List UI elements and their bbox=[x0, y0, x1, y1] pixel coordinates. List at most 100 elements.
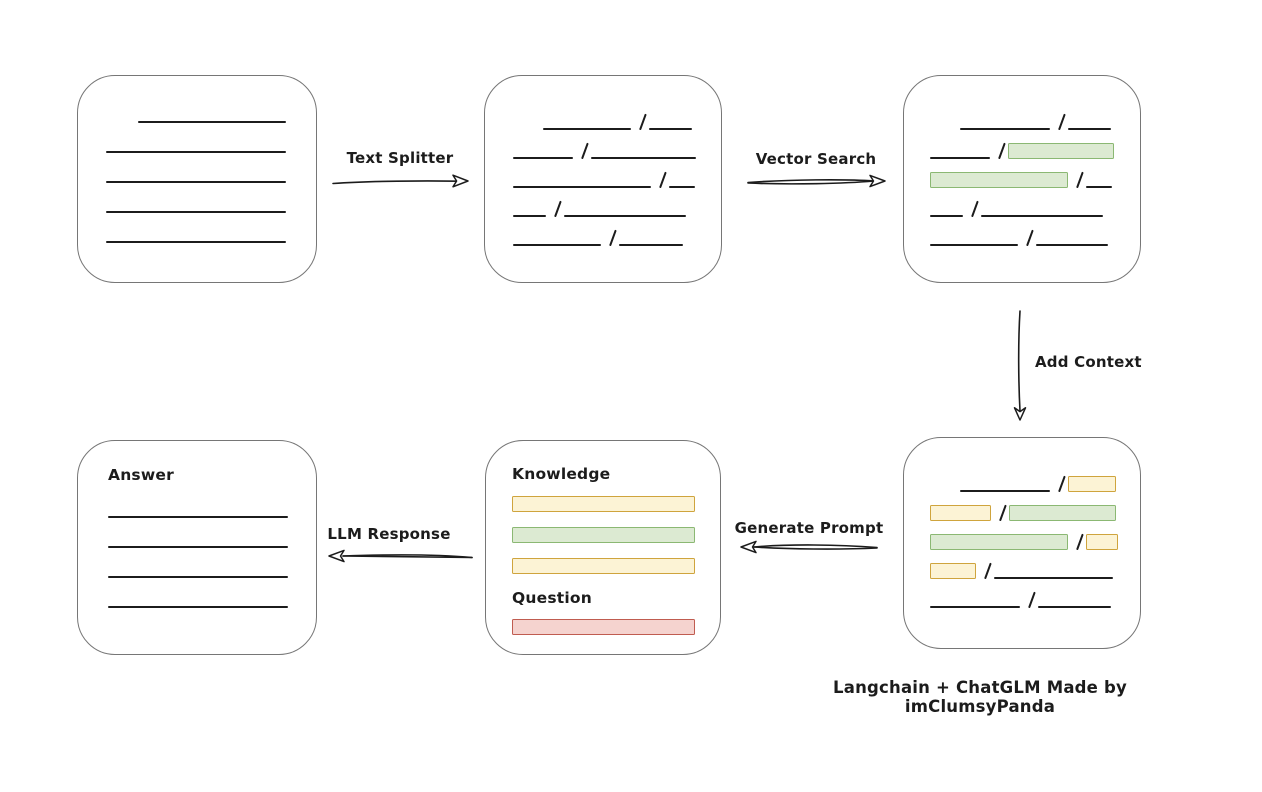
generate-prompt-arrow bbox=[740, 540, 878, 554]
yellow-chunk bbox=[1068, 476, 1117, 492]
text-line bbox=[108, 546, 288, 548]
text-line bbox=[930, 215, 963, 217]
segment-row bbox=[930, 159, 1134, 189]
knowledge-title: Knowledge bbox=[512, 465, 611, 483]
green-chunk bbox=[930, 172, 1068, 188]
llm-response-arrow bbox=[328, 549, 473, 563]
slash-separator bbox=[609, 229, 618, 247]
segment-row bbox=[106, 183, 310, 213]
slash-separator bbox=[971, 200, 980, 218]
slash-separator bbox=[1058, 475, 1067, 493]
segment-row bbox=[108, 518, 310, 548]
text-line bbox=[930, 157, 990, 159]
context-chunks-node bbox=[903, 437, 1141, 649]
slash-separator bbox=[1076, 533, 1085, 551]
segment-row bbox=[513, 217, 715, 247]
green-chunk bbox=[1008, 143, 1115, 159]
slash-separator bbox=[581, 142, 590, 160]
slash-separator bbox=[1028, 591, 1037, 609]
slash-separator bbox=[984, 562, 993, 580]
red-chunk bbox=[512, 619, 695, 635]
text-line bbox=[1086, 186, 1113, 188]
text-line bbox=[1036, 244, 1109, 246]
segment-row bbox=[108, 578, 310, 608]
text-line bbox=[981, 215, 1104, 217]
text-line bbox=[513, 244, 601, 246]
segment-row bbox=[513, 159, 715, 189]
llm-response-label: LLM Response bbox=[327, 525, 451, 543]
text-splitter-arrow bbox=[332, 174, 469, 188]
slash-separator bbox=[998, 142, 1007, 160]
text-line bbox=[960, 128, 1050, 130]
text-line bbox=[669, 186, 696, 188]
segment-row bbox=[106, 123, 310, 153]
text-line bbox=[106, 241, 286, 243]
add-context-label: Add Context bbox=[1035, 353, 1142, 371]
credit-text: Langchain + ChatGLM Made by imClumsyPand… bbox=[833, 678, 1127, 716]
text-line bbox=[649, 128, 693, 130]
segment-row bbox=[513, 130, 715, 160]
knowledge-bars bbox=[512, 496, 720, 574]
context-lines bbox=[904, 438, 1140, 609]
green-chunk bbox=[512, 527, 695, 543]
segment-row bbox=[108, 548, 310, 578]
segment-row bbox=[930, 521, 1134, 551]
segment-row bbox=[930, 492, 1134, 522]
text-line bbox=[513, 215, 546, 217]
slash-separator bbox=[1076, 171, 1085, 189]
question-bars bbox=[512, 619, 720, 635]
text-line bbox=[960, 490, 1050, 492]
split-chunk-lines bbox=[485, 76, 721, 247]
slash-separator bbox=[1026, 229, 1035, 247]
text-line bbox=[591, 157, 697, 159]
segment-row bbox=[930, 130, 1134, 160]
vector-search-result-node bbox=[903, 75, 1141, 283]
vector-search-label: Vector Search bbox=[755, 150, 877, 168]
yellow-chunk bbox=[1086, 534, 1119, 550]
source-document-node bbox=[77, 75, 317, 283]
text-line bbox=[106, 151, 286, 153]
segment-row bbox=[106, 93, 310, 123]
text-line bbox=[1038, 606, 1112, 608]
slash-separator bbox=[659, 171, 668, 189]
text-line bbox=[108, 606, 288, 608]
text-line bbox=[106, 181, 286, 183]
text-line bbox=[513, 186, 651, 188]
slash-separator bbox=[639, 113, 648, 131]
prompt-node: Knowledge Question bbox=[485, 440, 721, 655]
segment-row bbox=[930, 550, 1134, 580]
green-chunk bbox=[930, 534, 1068, 550]
text-line bbox=[138, 121, 286, 123]
generate-prompt-label: Generate Prompt bbox=[734, 519, 884, 537]
text-line bbox=[994, 577, 1114, 579]
slash-separator bbox=[999, 504, 1008, 522]
question-title: Question bbox=[512, 589, 592, 607]
segment-row bbox=[930, 188, 1134, 218]
text-line bbox=[564, 215, 687, 217]
document-lines bbox=[78, 76, 316, 243]
text-line bbox=[108, 576, 288, 578]
vector-result-lines bbox=[904, 76, 1140, 247]
green-chunk bbox=[1009, 505, 1117, 521]
vector-search-arrow bbox=[747, 174, 886, 188]
segment-row bbox=[930, 101, 1134, 131]
add-context-arrow bbox=[1013, 310, 1027, 421]
segment-row bbox=[930, 579, 1134, 609]
text-line bbox=[619, 244, 684, 246]
segment-row bbox=[106, 153, 310, 183]
split-chunks-node bbox=[484, 75, 722, 283]
text-line bbox=[543, 128, 631, 130]
segment-row bbox=[106, 213, 310, 243]
yellow-chunk bbox=[512, 558, 695, 574]
text-splitter-label: Text Splitter bbox=[346, 149, 454, 167]
answer-title: Answer bbox=[108, 466, 174, 484]
yellow-chunk bbox=[930, 505, 991, 521]
yellow-chunk bbox=[512, 496, 695, 512]
segment-row bbox=[513, 188, 715, 218]
segment-row bbox=[930, 217, 1134, 247]
text-line bbox=[1068, 128, 1112, 130]
text-line bbox=[108, 516, 288, 518]
answer-lines bbox=[78, 484, 316, 608]
text-line bbox=[930, 606, 1020, 608]
